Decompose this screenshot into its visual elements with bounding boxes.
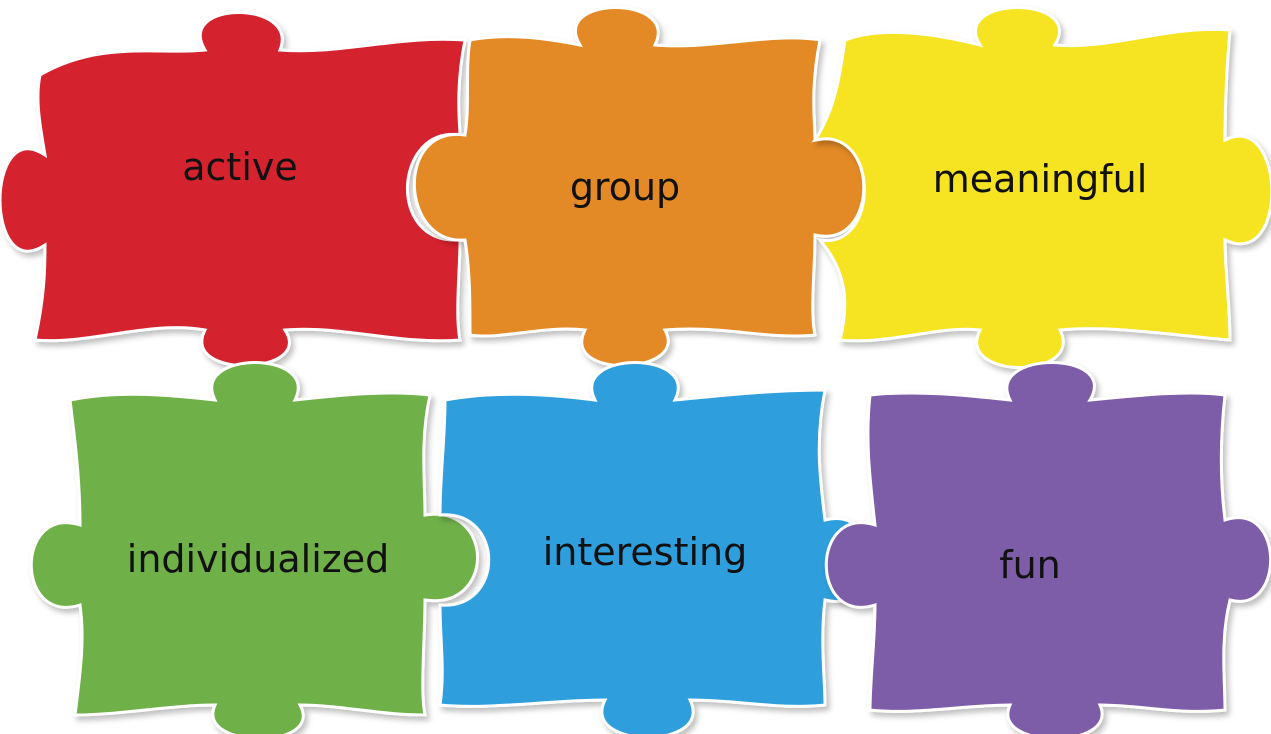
piece-interesting: interesting <box>438 361 872 734</box>
piece-active: active <box>0 11 467 368</box>
piece-interesting-label: interesting <box>543 530 748 574</box>
piece-meaningful: meaningful <box>811 6 1271 369</box>
piece-meaningful-label: meaningful <box>933 157 1148 201</box>
piece-group-label: group <box>570 165 680 209</box>
piece-active-shape <box>0 11 467 368</box>
piece-individualized: individualized <box>29 361 479 734</box>
piece-fun-label: fun <box>999 543 1061 587</box>
piece-fun: fun <box>824 361 1271 734</box>
piece-active-label: active <box>182 145 298 189</box>
piece-interesting-shape <box>438 361 872 734</box>
piece-group-shape <box>412 6 866 368</box>
piece-group: group <box>412 6 866 368</box>
piece-fun-shape <box>824 361 1271 734</box>
piece-meaningful-shape <box>811 6 1271 369</box>
piece-individualized-shape <box>29 361 479 734</box>
piece-individualized-label: individualized <box>127 537 389 581</box>
